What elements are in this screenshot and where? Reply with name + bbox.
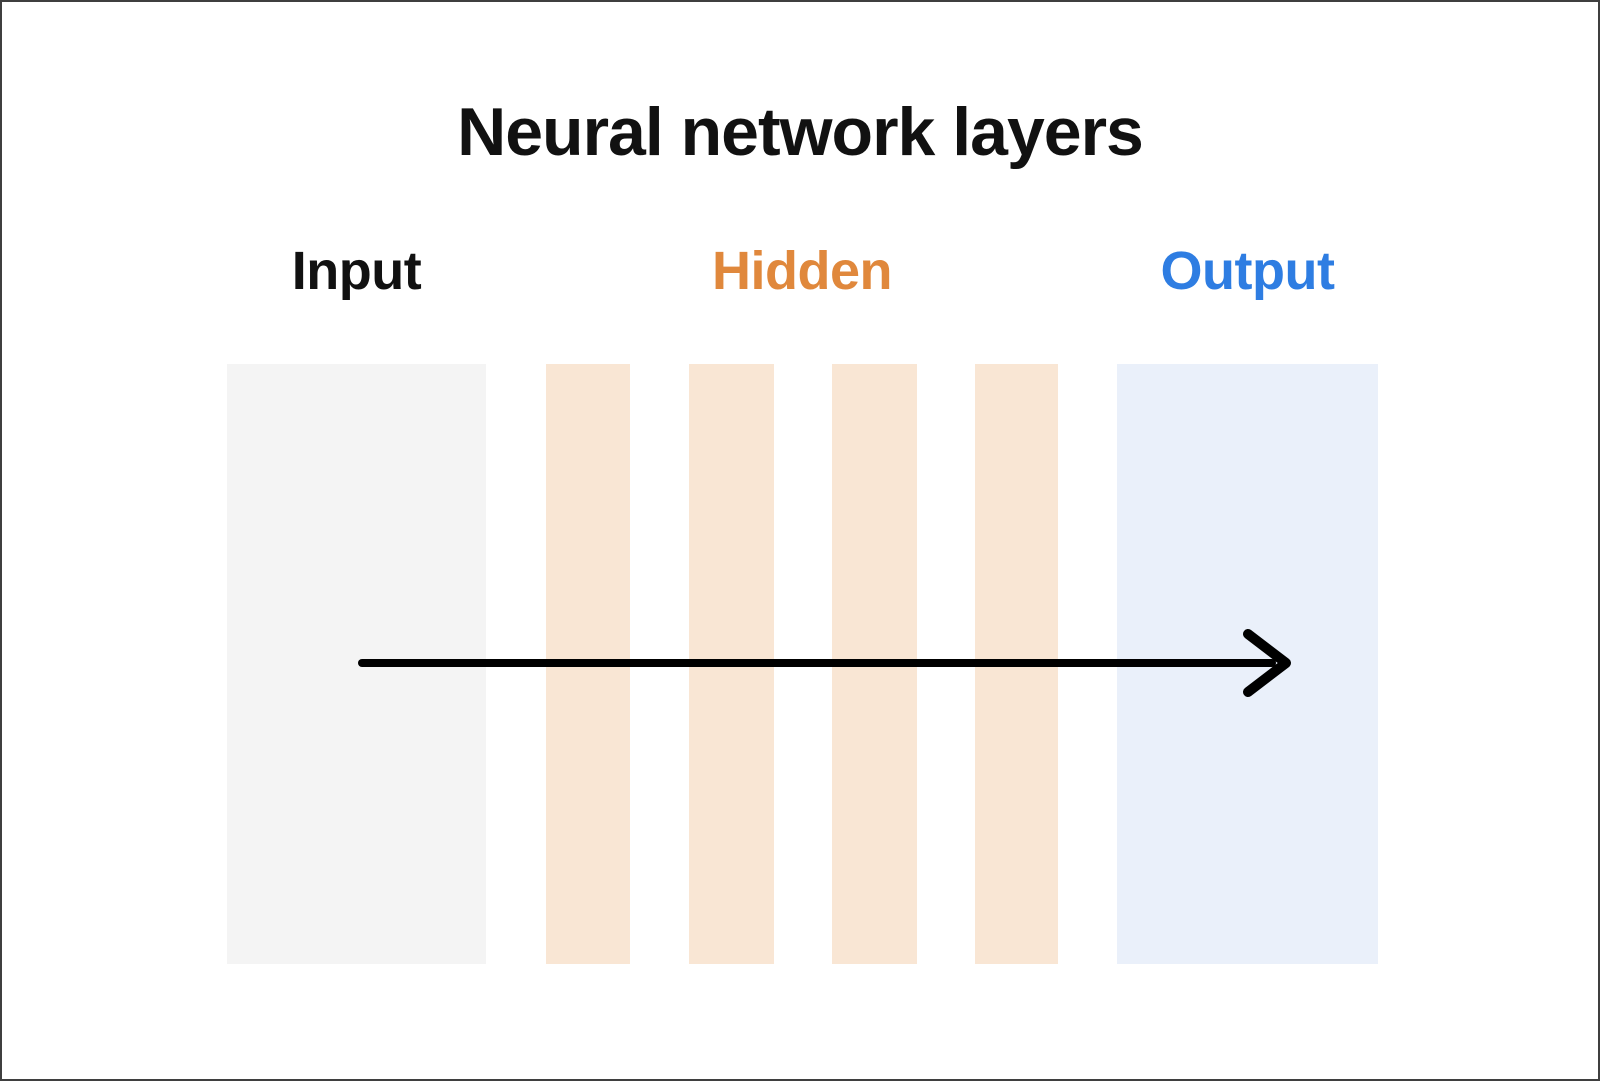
label-output-layer: Output <box>1160 241 1335 301</box>
hidden-layer-block-2 <box>689 364 774 964</box>
hidden-layer-block-1 <box>546 364 630 964</box>
hidden-layer-block-3 <box>832 364 917 964</box>
label-input-layer: Input <box>291 241 422 301</box>
label-hidden-layer: Hidden <box>712 241 893 301</box>
input-layer-block <box>227 364 486 964</box>
page-title: Neural network layers <box>457 94 1144 170</box>
output-layer-block <box>1117 364 1378 964</box>
hidden-layer-block-4 <box>975 364 1058 964</box>
